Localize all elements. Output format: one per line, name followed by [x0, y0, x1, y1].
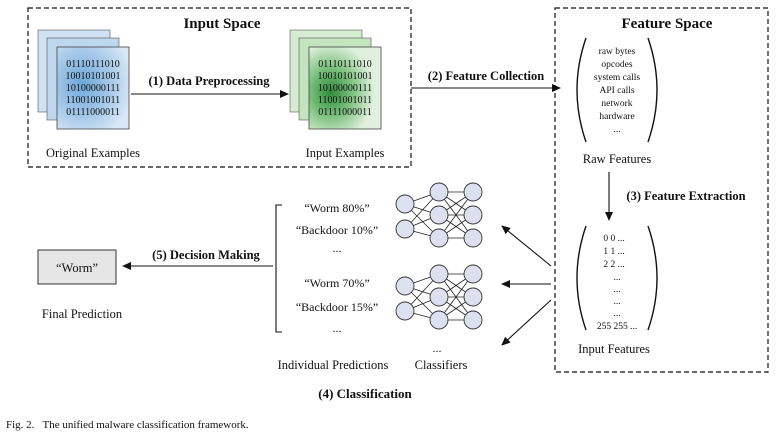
raw-features-list: raw bytes opcodes system calls API calls…	[594, 47, 640, 135]
svg-text:raw bytes: raw bytes	[599, 47, 636, 57]
svg-text:“Backdoor 10%”: “Backdoor 10%”	[296, 223, 378, 237]
final-prediction-label: “Worm”	[56, 261, 98, 275]
network-node	[429, 264, 449, 284]
svg-text:1 1 ...: 1 1 ...	[603, 247, 624, 257]
svg-text:...: ...	[613, 297, 620, 307]
original-examples-stack: 01110111010 10010101001 10100000111 1100…	[37, 29, 130, 130]
svg-text:...: ...	[333, 241, 342, 255]
network-node	[429, 310, 449, 330]
input-features-caption: Input Features	[578, 342, 650, 356]
svg-text:“Worm 70%”: “Worm 70%”	[304, 276, 369, 290]
step-extraction-label: (3) Feature Extraction	[626, 189, 745, 203]
raw-features-caption: Raw Features	[583, 152, 652, 166]
step-classification-label: (4) Classification	[318, 386, 412, 401]
svg-text:01111000011: 01111000011	[318, 107, 372, 118]
input-space-title: Input Space	[183, 16, 260, 32]
original-examples-caption: Original Examples	[46, 146, 140, 160]
svg-text:network: network	[601, 99, 632, 109]
predictions-group-1: “Worm 80%” “Backdoor 10%” ...	[296, 201, 378, 255]
input-features-right-paren	[647, 225, 658, 331]
svg-text:01110111010: 01110111010	[318, 59, 372, 70]
svg-text:0 0 ...: 0 0 ...	[603, 234, 624, 244]
svg-text:10010101001: 10010101001	[318, 71, 373, 82]
step-decision-label: (5) Decision Making	[152, 248, 260, 262]
svg-text:...: ...	[613, 309, 620, 319]
input-examples-caption: Input Examples	[306, 146, 385, 160]
raw-features-right-paren	[647, 37, 658, 143]
original-binary-lines: 01110111010 10010101001 10100000111 1100…	[66, 59, 121, 118]
svg-text:255 255 ...: 255 255 ...	[597, 322, 637, 332]
classifier-network-2	[395, 264, 483, 330]
step-preprocessing-label: (1) Data Preprocessing	[148, 74, 270, 88]
network-node	[395, 301, 415, 321]
final-prediction-caption: Final Prediction	[42, 307, 123, 321]
svg-text:hardware: hardware	[599, 112, 634, 122]
input-space-panel: Input Space 01110111010 10010101001 1010…	[27, 7, 412, 168]
step-collection-label: (2) Feature Collection	[428, 69, 544, 83]
classifier-network-1	[395, 182, 483, 248]
predictions-bracket	[275, 204, 282, 333]
individual-predictions-caption: Individual Predictions	[278, 358, 389, 372]
svg-text:“Worm 80%”: “Worm 80%”	[304, 201, 369, 215]
raw-features-left-paren	[576, 37, 587, 143]
network-node	[463, 205, 483, 225]
svg-text:10100000111: 10100000111	[66, 83, 120, 94]
classifiers-ellipsis: ...	[433, 341, 442, 355]
network-node	[429, 182, 449, 202]
svg-text:...: ...	[613, 285, 620, 295]
network-node	[463, 264, 483, 284]
input-examples-stack: 01110111010 10010101001 10100000111 1100…	[289, 29, 382, 130]
final-prediction-box	[37, 249, 117, 285]
svg-text:11001001011: 11001001011	[318, 95, 372, 106]
input-features-matrix: 0 0 ... 1 1 ... 2 2 ... ... ... ... ... …	[597, 234, 637, 332]
network-node	[395, 276, 415, 296]
feature-space-panel: Feature Space raw bytes opcodes system c…	[554, 7, 769, 373]
network-node	[429, 228, 449, 248]
classifier-networks	[395, 182, 483, 330]
svg-text:“Backdoor 15%”: “Backdoor 15%”	[296, 300, 378, 314]
feature-space-title: Feature Space	[622, 16, 713, 32]
svg-text:opcodes: opcodes	[601, 60, 632, 70]
input-binary-lines: 01110111010 10010101001 10100000111 1100…	[318, 59, 373, 118]
svg-text:01111000011: 01111000011	[66, 107, 120, 118]
network-node	[429, 287, 449, 307]
predictions-group-2: “Worm 70%” “Backdoor 15%” ...	[296, 276, 378, 335]
svg-text:10100000111: 10100000111	[318, 83, 372, 94]
figure-caption: Fig. 2. The unified malware classificati…	[6, 419, 249, 431]
input-features-left-paren	[576, 225, 587, 331]
network-node	[395, 219, 415, 239]
network-node	[429, 205, 449, 225]
classifiers-caption: Classifiers	[415, 358, 468, 372]
svg-text:system calls: system calls	[594, 73, 640, 83]
svg-text:2 2 ...: 2 2 ...	[603, 260, 624, 270]
svg-text:01110111010: 01110111010	[66, 59, 120, 70]
network-node	[395, 194, 415, 214]
network-node	[463, 310, 483, 330]
svg-text:11001001011: 11001001011	[66, 95, 120, 106]
svg-text:...: ...	[613, 125, 620, 135]
network-node	[463, 182, 483, 202]
svg-text:...: ...	[333, 321, 342, 335]
svg-text:...: ...	[613, 273, 620, 283]
classification-arrows	[501, 225, 552, 346]
network-node	[463, 287, 483, 307]
svg-text:API calls: API calls	[599, 86, 634, 96]
svg-text:10010101001: 10010101001	[66, 71, 121, 82]
network-node	[463, 228, 483, 248]
